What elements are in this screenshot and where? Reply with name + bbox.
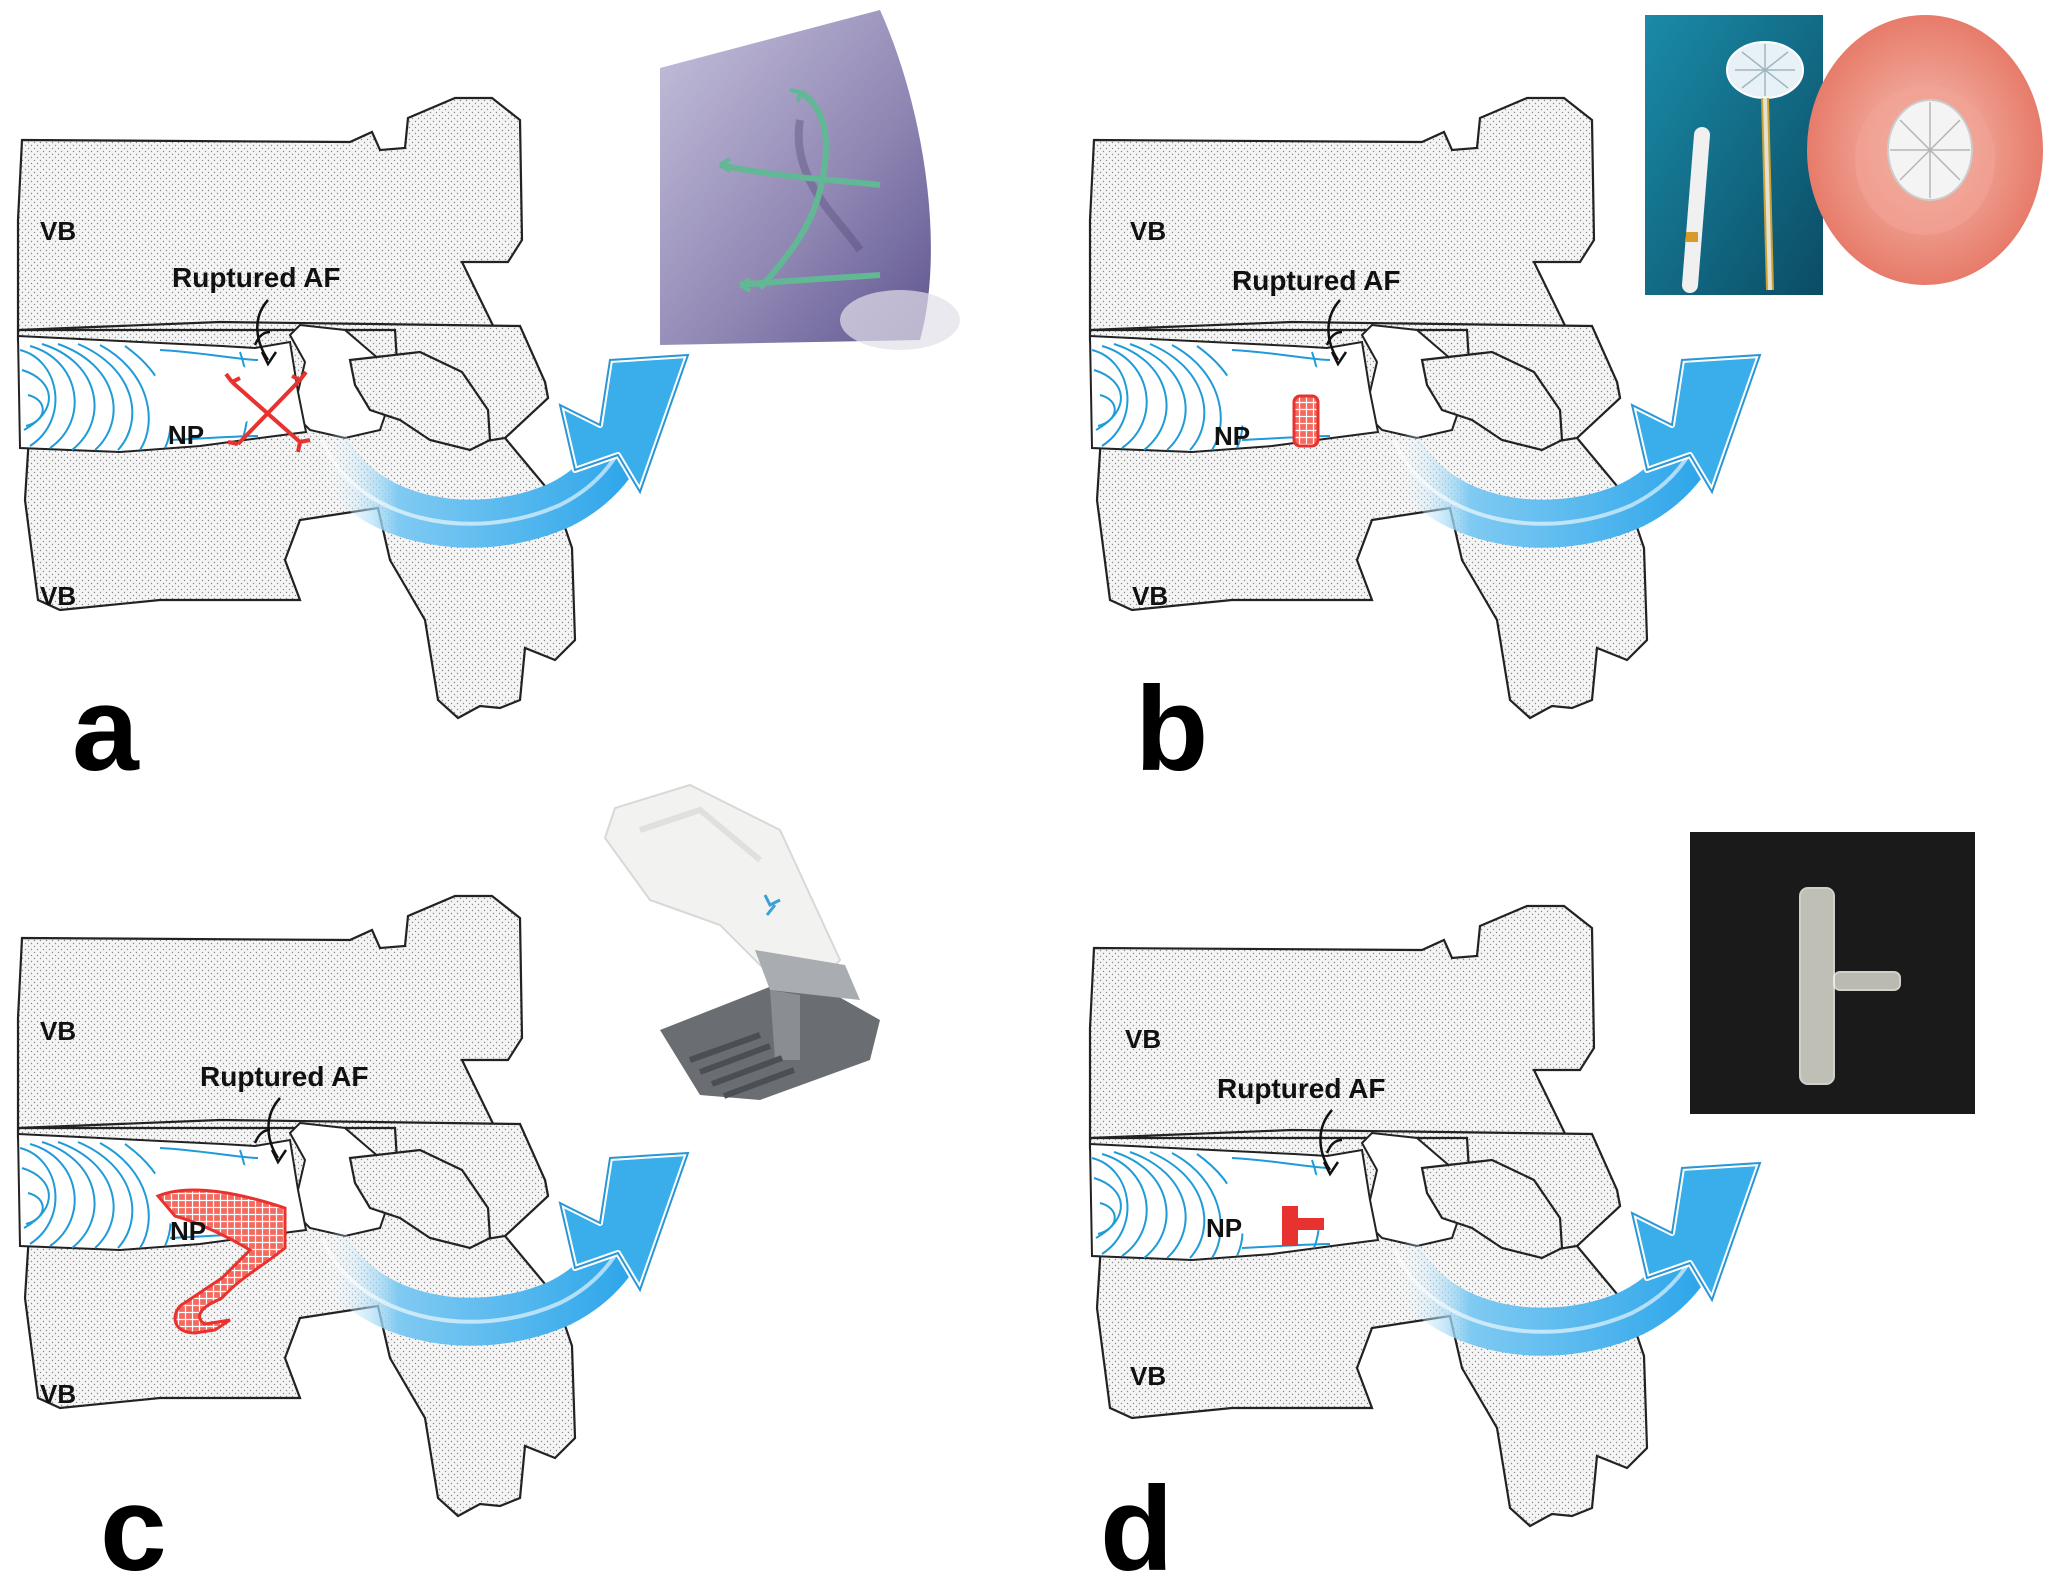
mesh-device-photos (1645, 15, 2043, 295)
label-np: NP (170, 1216, 206, 1246)
label-ruptured-af: Ruptured AF (200, 1061, 369, 1092)
t-shaped-plug-icon (1282, 1206, 1324, 1246)
label-ruptured-af: Ruptured AF (172, 262, 341, 293)
label-vb-top: VB (1130, 216, 1166, 246)
label-vb-top: VB (1125, 1024, 1161, 1054)
t-plug-photo (1690, 832, 1975, 1114)
label-vb-bottom: VB (40, 1379, 76, 1409)
label-vb-bottom: VB (40, 581, 76, 611)
suture-repair-icon (224, 370, 311, 453)
label-ruptured-af: Ruptured AF (1217, 1073, 1386, 1104)
panel-letter: a (72, 662, 140, 796)
label-np: NP (1214, 421, 1250, 451)
label-vb-bottom: VB (1132, 581, 1168, 611)
barrier-implant-photo (603, 783, 880, 1100)
panel-c: VB VB Ruptured AF NP c (18, 783, 880, 1581)
pointer-arrow (256, 299, 270, 361)
panel-b: VB VB Ruptured AF NP b (1090, 15, 2043, 796)
panel-letter: c (100, 1462, 167, 1581)
panel-letter: d (1100, 1462, 1173, 1581)
panel-letter: b (1135, 662, 1208, 796)
panel-a: VB VB Ruptured AF NP a (18, 10, 960, 796)
panel-d: VB VB Ruptured AF NP d (1090, 832, 1975, 1581)
label-np: NP (168, 420, 204, 450)
label-ruptured-af: Ruptured AF (1232, 265, 1401, 296)
label-vb-top: VB (40, 216, 76, 246)
label-vb-bottom: VB (1130, 1361, 1166, 1391)
suture-photo (660, 10, 960, 350)
label-np: NP (1206, 1213, 1242, 1243)
anchored-mesh-barrier-icon (155, 1188, 287, 1335)
label-vb-top: VB (40, 1016, 76, 1046)
mesh-plug-icon (1292, 394, 1320, 448)
